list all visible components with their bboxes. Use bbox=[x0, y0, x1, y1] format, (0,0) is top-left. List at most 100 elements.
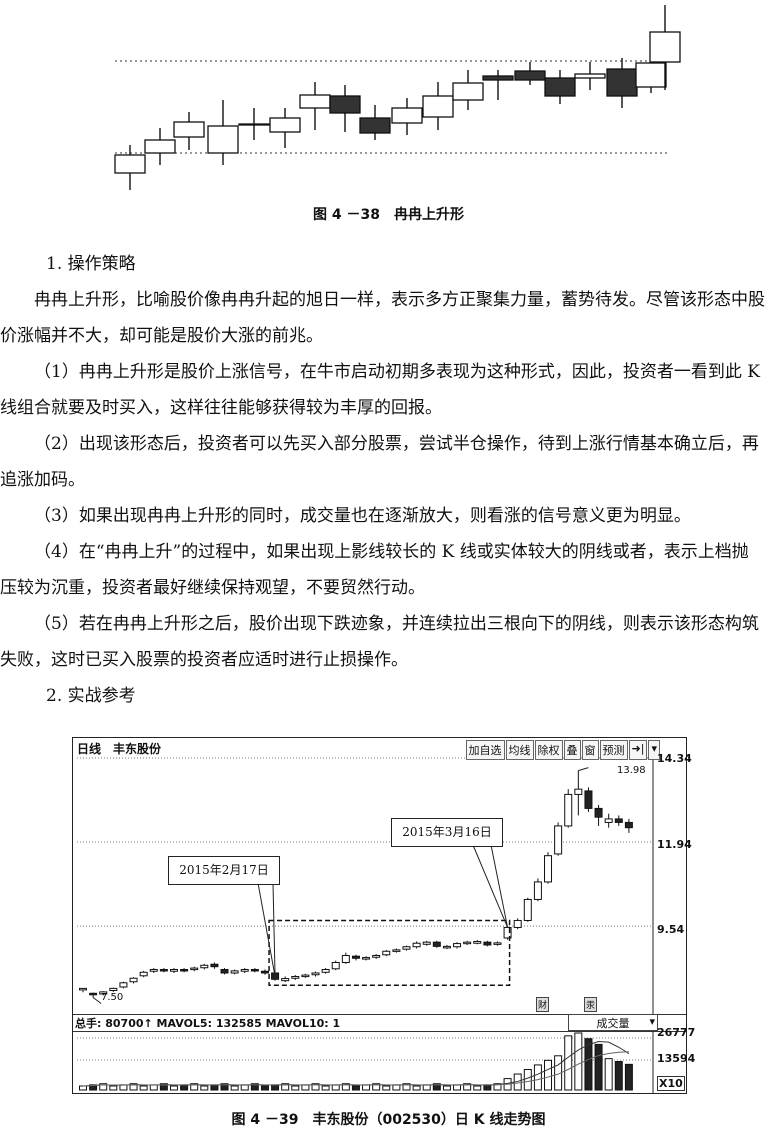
volume-bar bbox=[362, 1084, 371, 1091]
candle-body bbox=[200, 964, 209, 969]
y-tick-label: 9.54 bbox=[657, 923, 685, 936]
toolbar-overlay-button[interactable]: 叠 bbox=[563, 740, 581, 760]
volume-header-bar: 总手: 80700↑ MAVOL5: 132585 MAVOL10: 1 成交量… bbox=[73, 1014, 686, 1032]
candle-body bbox=[482, 75, 514, 81]
candle-body bbox=[624, 821, 633, 829]
volume-bar bbox=[473, 1085, 482, 1091]
paragraph: （3）如果出现冉冉上升形的同时，成交量也在逐渐放大，则看涨的信号意义更为明显。 bbox=[34, 506, 691, 526]
volume-bar bbox=[453, 1084, 462, 1091]
consolidation-box bbox=[268, 919, 511, 986]
candle-body bbox=[139, 971, 148, 977]
candle-body bbox=[351, 955, 360, 959]
toolbar-dropdown-button[interactable]: ▾ bbox=[648, 740, 660, 760]
volume-bar bbox=[129, 1083, 138, 1091]
volume-bar bbox=[604, 1058, 613, 1091]
volume-bar bbox=[281, 1083, 290, 1091]
volume-bar bbox=[432, 1083, 441, 1091]
volume-bar bbox=[190, 1083, 199, 1091]
volume-bar bbox=[271, 1084, 280, 1091]
candle-body bbox=[442, 945, 451, 949]
volume-bar bbox=[463, 1083, 472, 1091]
volume-selector-label: 成交量 bbox=[596, 1017, 630, 1030]
volume-info: 总手: 80700↑ MAVOL5: 132585 MAVOL10: 1 bbox=[75, 1017, 341, 1030]
volume-bar bbox=[99, 1083, 108, 1091]
volume-bar bbox=[220, 1083, 229, 1091]
figure1-caption: 图 4 －38 冉冉上升形 bbox=[313, 207, 464, 223]
candle-body bbox=[321, 968, 330, 973]
candle-body bbox=[372, 954, 381, 958]
volume-bar bbox=[109, 1085, 118, 1091]
candle-body bbox=[614, 818, 623, 823]
candle-body bbox=[341, 954, 350, 963]
candle-body bbox=[190, 967, 199, 971]
callout-pointer bbox=[472, 844, 509, 928]
volume-bar bbox=[493, 1083, 502, 1091]
candle-body bbox=[606, 68, 638, 97]
toolbar-add-watchlist-button[interactable]: 加自选 bbox=[465, 740, 505, 760]
toolbar-window-button[interactable]: 窗 bbox=[581, 740, 599, 760]
candle-body bbox=[281, 978, 290, 982]
candle-body bbox=[452, 82, 484, 101]
volume-bar bbox=[119, 1084, 128, 1091]
volume-label: 26777 bbox=[657, 1026, 696, 1039]
y-tick-label: 14.34 bbox=[657, 752, 692, 765]
candle-body bbox=[402, 946, 411, 950]
volume-bar bbox=[523, 1068, 532, 1091]
callout-pointer bbox=[272, 882, 276, 977]
candle-body bbox=[422, 941, 431, 945]
candle-body bbox=[329, 95, 361, 114]
candle-body bbox=[99, 991, 108, 995]
candle-body bbox=[362, 957, 371, 960]
toolbar-ex-rights-button[interactable]: 除权 bbox=[534, 740, 563, 760]
volume-bar bbox=[180, 1084, 189, 1091]
high-marker-line bbox=[578, 767, 589, 772]
candle-body bbox=[79, 987, 87, 991]
y-tick-label: 11.94 bbox=[657, 838, 692, 851]
candle-body bbox=[149, 968, 158, 972]
candle-body bbox=[533, 881, 542, 900]
toolbar-forecast-button[interactable]: 预测 bbox=[599, 740, 628, 760]
chevron-down-icon: ▾ bbox=[649, 1015, 655, 1028]
volume-bar bbox=[139, 1085, 148, 1091]
volume-bar bbox=[79, 1085, 87, 1091]
volume-bar bbox=[321, 1085, 330, 1091]
volume-bar bbox=[149, 1084, 158, 1091]
mavol10-line bbox=[82, 1051, 629, 1087]
candle-body bbox=[291, 975, 300, 979]
candle-body bbox=[422, 95, 454, 118]
candle-body bbox=[159, 968, 168, 972]
section-heading: 2. 实战参考 bbox=[46, 686, 136, 706]
toolbar-jump-end-button[interactable]: ➜| bbox=[628, 740, 648, 760]
candle-body bbox=[544, 77, 576, 97]
volume-bar bbox=[250, 1083, 259, 1091]
volume-bar bbox=[533, 1064, 542, 1091]
candle-body bbox=[109, 987, 118, 991]
candle-body bbox=[382, 950, 391, 956]
volume-bar bbox=[240, 1084, 249, 1091]
volume-bar bbox=[210, 1084, 219, 1091]
candle-body bbox=[564, 793, 573, 827]
candle-body bbox=[523, 898, 532, 921]
chart-title: 日线 丰东股份 bbox=[77, 742, 162, 756]
candle-body bbox=[635, 62, 667, 88]
low-price-label: 7.50 bbox=[101, 992, 124, 1003]
candle-body bbox=[453, 943, 462, 948]
volume-bar bbox=[351, 1085, 360, 1091]
event-tag: 汞 bbox=[584, 997, 598, 1012]
toolbar-moving-average-button[interactable]: 均线 bbox=[505, 740, 534, 760]
volume-bar bbox=[564, 1035, 573, 1091]
paragraph: （2）出现该形态后，投资者可以先买入部分股票，尝试半仓操作，待到上涨行情基本确立… bbox=[0, 434, 759, 490]
section-heading: 1. 操作策略 bbox=[46, 254, 136, 274]
callout-pointer bbox=[490, 844, 509, 928]
chart-toolbar: 加自选 均线 除权 叠 窗 预测 ➜| ▾ bbox=[465, 740, 660, 760]
candle-body bbox=[301, 974, 310, 978]
volume-bar bbox=[544, 1059, 553, 1091]
candle-body bbox=[114, 154, 146, 174]
volume-bar bbox=[442, 1085, 451, 1091]
volume-selector[interactable]: 成交量 ▾ bbox=[568, 1014, 658, 1031]
volume-bar bbox=[422, 1084, 431, 1091]
candle-body bbox=[574, 788, 583, 795]
volume-bar bbox=[230, 1085, 239, 1091]
rising-pattern-diagram bbox=[114, 5, 681, 190]
candle-body bbox=[169, 968, 178, 972]
